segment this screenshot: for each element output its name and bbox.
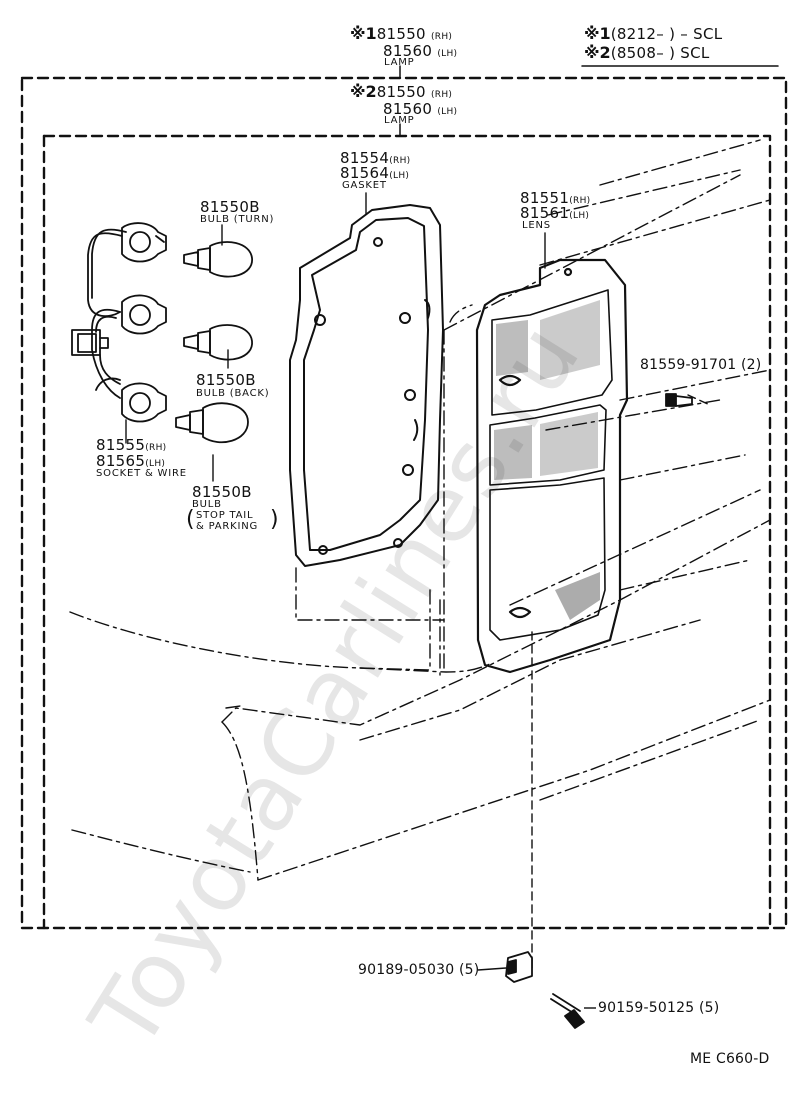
socket-name: SOCKET & WIRE <box>96 468 187 479</box>
bulb-stop-bracket-close: ) <box>270 507 279 532</box>
socket-lh-tag: (LH) <box>145 459 166 469</box>
bulb-turn-number: 81550B <box>200 198 260 216</box>
bulb-back-name: BULB (BACK) <box>196 388 270 399</box>
lens-screw-drawing <box>665 393 693 407</box>
bulb-stop-name-line3: & PARKING <box>196 521 259 532</box>
gasket-lh-number: 81564 <box>340 164 390 182</box>
leader-lines <box>125 192 711 969</box>
bulb-stop-name-line2: STOP TAIL <box>196 510 254 521</box>
assembly-1-rh-number: 81550 <box>376 25 426 43</box>
lens-name: LENS <box>522 220 551 231</box>
gasket-name: GASKET <box>342 180 387 191</box>
nut-label: 90189-05030 (5) <box>358 963 479 977</box>
gasket-drawing <box>289 204 444 567</box>
assembly-1-boundary <box>20 76 788 930</box>
assembly-1-rh-tag: (RH) <box>431 32 453 42</box>
socket-rh-tag: (RH) <box>145 443 167 453</box>
bulb-stop-drawing <box>175 402 249 444</box>
gasket-rh-tag: (RH) <box>389 156 411 166</box>
code-note-2-symbol: ※2 <box>584 43 611 62</box>
nut-qty: (5) <box>458 962 480 978</box>
assembly-1-symbol: ※1 <box>350 24 377 43</box>
assembly-2-boundary <box>42 134 772 930</box>
lens-screw-qty: (2) <box>740 357 762 373</box>
nut-number: 90189-05030 <box>358 962 455 978</box>
bulb-stop-number: 81550B <box>192 483 252 501</box>
socket-label-rh: 81555(RH) <box>96 437 166 453</box>
screw-label: 90159-50125 (5) <box>598 1001 719 1015</box>
gasket-rh-number: 81554 <box>340 149 390 167</box>
gasket-label-lh: 81564(LH) <box>340 165 409 181</box>
assembly-2-lh-number: 81560 <box>383 100 433 118</box>
assembly-1-label: ※181550 (RH) <box>350 26 452 42</box>
code-note-2-text: (8508– ) SCL <box>610 44 710 62</box>
socket-label-lh: 81565(LH) <box>96 453 165 469</box>
code-note-2: ※2(8508– ) SCL <box>584 45 710 61</box>
assembly-1-name: LAMP <box>384 57 415 68</box>
assembly-1-lh-number: 81560 <box>383 42 433 60</box>
lens-screw-number: 81559-91701 <box>640 357 737 373</box>
screw-drawing <box>550 993 585 1029</box>
assembly-2-rh-tag: (RH) <box>431 90 453 100</box>
socket-lh-number: 81565 <box>96 452 146 470</box>
lens-rh-tag: (RH) <box>569 196 591 206</box>
gasket-label-rh: 81554(RH) <box>340 150 410 166</box>
lens-rh-number: 81551 <box>520 189 570 207</box>
assembly-2-label: ※281550 (RH) <box>350 84 452 100</box>
socket-rh-number: 81555 <box>96 436 146 454</box>
code-note-1: ※1(8212– ) – SCL <box>584 26 722 42</box>
socket-wire-drawing <box>71 222 167 423</box>
code-note-1-text: (8212– ) – SCL <box>610 25 723 43</box>
screw-number: 90159-50125 <box>598 1000 695 1016</box>
lens-texture <box>494 300 600 620</box>
assembly-1-lh-tag: (LH) <box>437 49 458 59</box>
lens-label-rh: 81551(RH) <box>520 190 590 206</box>
gasket-lh-tag: (LH) <box>389 171 410 181</box>
bulb-back-number: 81550B <box>196 371 256 389</box>
screw-qty: (5) <box>698 1000 720 1016</box>
figure-code: ME C660-D <box>690 1051 770 1067</box>
lens-drawing <box>475 258 629 674</box>
assembly-2-name: LAMP <box>384 115 415 126</box>
code-note-1-symbol: ※1 <box>584 24 611 43</box>
assembly-2-symbol: ※2 <box>350 82 377 101</box>
lens-lh-tag: (LH) <box>569 211 590 221</box>
assembly-2-rh-number: 81550 <box>376 83 426 101</box>
lens-label-lh: 81561(LH) <box>520 205 589 221</box>
assembly-2-lh-label: 81560 (LH) <box>383 101 457 117</box>
assembly-2-lh-tag: (LH) <box>437 107 458 117</box>
bulb-turn-drawing <box>183 241 253 278</box>
bulb-turn-name: BULB (TURN) <box>200 214 275 225</box>
vehicle-body-outline <box>69 139 771 881</box>
nut-drawing <box>505 951 533 983</box>
bulb-stop-bracket-open: ( <box>186 507 195 532</box>
lens-lh-number: 81561 <box>520 204 570 222</box>
bulb-stop-name: BULB <box>192 499 222 510</box>
bulb-back-drawing <box>183 324 253 361</box>
lens-screw-label: 81559-91701 (2) <box>640 358 761 372</box>
assembly-1-lh-label: 81560 (LH) <box>383 43 457 59</box>
